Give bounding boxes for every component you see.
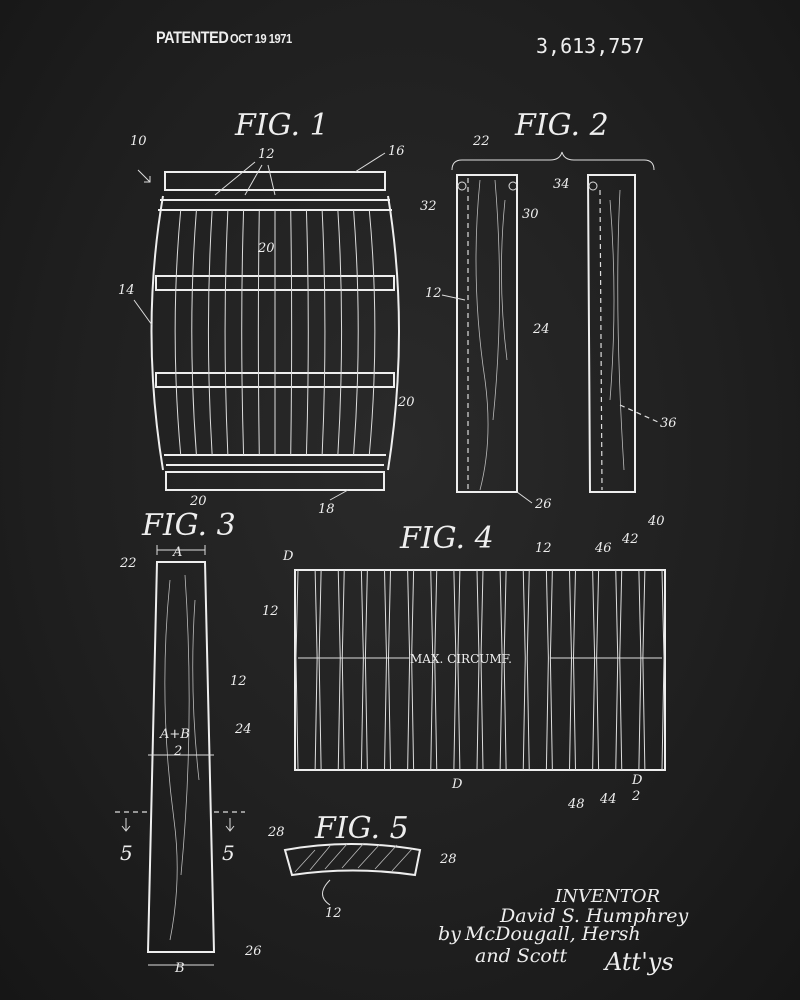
fig1-barrel: FIG. 1 10 12 16 20 14 20 20 18 [118, 108, 415, 517]
fig4-stave [295, 569, 318, 771]
inventor-name: David S. Humphrey [499, 905, 689, 927]
patent-number: 3,613,757 [536, 34, 645, 58]
fig2-staves: FIG. 2 22 32 30 34 12 24 36 26 [420, 108, 677, 512]
section-5-right: 5 [222, 841, 235, 865]
ref-34: 34 [553, 177, 570, 192]
dim-D-top: D [282, 549, 294, 564]
ref-12: 12 [262, 604, 279, 619]
fig4-staves [295, 569, 665, 771]
ref-24: 24 [234, 722, 252, 737]
dim-half: 2 [173, 744, 182, 759]
fig4-title: FIG. 4 [399, 521, 494, 556]
fig4-stave [434, 569, 457, 771]
ref-20: 20 [397, 395, 415, 410]
fig4-stave [387, 569, 411, 771]
ref-12: 12 [258, 147, 275, 162]
fig4-stave [480, 569, 503, 771]
fig1-stave-line [290, 209, 293, 456]
fig1-stave-line [207, 209, 213, 456]
fig4-stave [341, 569, 364, 771]
patented-label: PATENTED [156, 28, 229, 47]
fig1-stave-line [368, 209, 376, 456]
fig4-stave [572, 569, 596, 771]
fig4-stave [457, 569, 480, 771]
dim-D-bottom: D [451, 777, 463, 792]
fig1-stave-line [191, 209, 197, 456]
ref-20: 20 [257, 241, 275, 256]
dim-a-plus-b: A+B [159, 727, 190, 742]
dim-D-half-den: 2 [631, 789, 640, 804]
fig1-stave-line [337, 209, 343, 456]
ref-26: 26 [534, 497, 552, 512]
fig1-stave-line [321, 209, 326, 456]
ref-18: 18 [318, 502, 335, 517]
fig4-stave [549, 569, 573, 771]
fig1-staves [174, 209, 376, 456]
attorneys-line1: McDougall, Hersh [464, 923, 641, 945]
fig5-section: FIG. 5 28 28 12 [267, 811, 457, 921]
ref-16: 16 [388, 144, 405, 159]
fig4-stave [642, 569, 665, 771]
fig3-title: FIG. 3 [141, 508, 236, 543]
max-circumference-label: MAX. CIRCUMF. [410, 652, 512, 666]
fig4-stave [364, 569, 388, 771]
fig4-stave [596, 569, 619, 771]
ref-22: 22 [472, 134, 490, 149]
ref-42: 42 [621, 532, 639, 547]
ref-40: 40 [647, 514, 665, 529]
inventor-title: INVENTOR [554, 886, 660, 907]
fig4-stave [503, 569, 526, 771]
ref-46: 46 [594, 541, 612, 556]
fig1-title: FIG. 1 [234, 108, 329, 143]
ref-20: 20 [189, 494, 207, 509]
ref-28: 28 [439, 852, 457, 867]
ref-12: 12 [325, 906, 342, 921]
dim-A: A [172, 545, 182, 560]
ref-48: 48 [567, 797, 585, 812]
ref-12: 12 [230, 674, 247, 689]
fig1-stave-line [353, 209, 359, 456]
ref-24: 24 [532, 322, 550, 337]
ref-26: 26 [244, 944, 262, 959]
ref-32: 32 [420, 199, 437, 214]
fig4-stave [619, 569, 642, 771]
inventor-block: INVENTOR David S. Humphrey by McDougall,… [438, 886, 689, 976]
fig1-stave-line [224, 209, 229, 456]
dim-D-half-num: D [631, 773, 643, 788]
fig1-stave-line [305, 209, 309, 456]
attys-label: Att'ys [603, 948, 674, 976]
fig4-stave [526, 569, 549, 771]
section-5-left: 5 [120, 841, 133, 865]
ref-10: 10 [130, 134, 147, 149]
dim-B: B [174, 961, 185, 976]
ref-12: 12 [425, 286, 442, 301]
fig3-stave: FIG. 3 A A+B 2 22 12 24 5 5 26 B [115, 508, 262, 976]
fig2-title: FIG. 2 [514, 108, 609, 143]
fig1-stave-line [174, 209, 182, 456]
fig4-stave [411, 569, 434, 771]
attorneys-line2: and Scott [475, 945, 567, 967]
fig4-layout: FIG. 4 MAX. CIRCUMF. D 12 46 42 40 12 D … [262, 514, 666, 812]
fig1-stave-line [241, 209, 245, 456]
ref-14: 14 [118, 283, 135, 298]
patent-date: OCT 19 1971 [230, 31, 292, 46]
ref-22: 22 [119, 556, 137, 571]
ref-36: 36 [660, 416, 677, 431]
fig1-stave-line [257, 209, 260, 456]
ref-12: 12 [535, 541, 552, 556]
ref-28: 28 [267, 825, 285, 840]
fig4-stave [318, 569, 341, 771]
ref-44: 44 [599, 792, 617, 807]
ref-30: 30 [522, 207, 539, 222]
fig5-title: FIG. 5 [314, 811, 409, 846]
by-label: by [438, 923, 461, 945]
